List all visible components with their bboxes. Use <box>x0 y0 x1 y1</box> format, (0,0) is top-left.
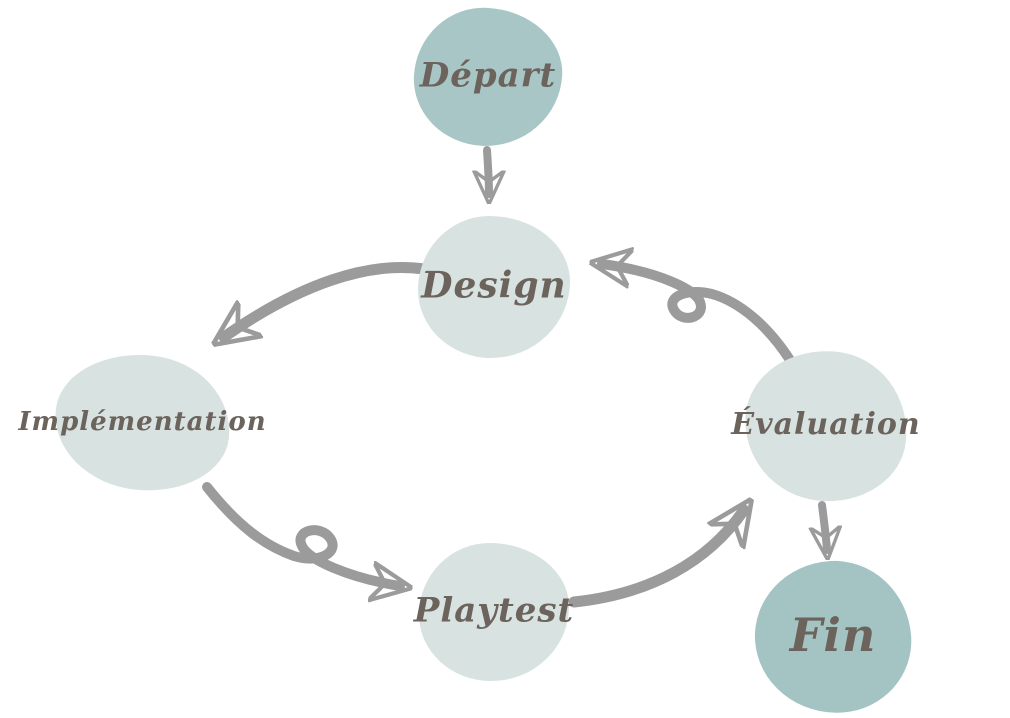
node-evaluation: Évaluation <box>731 342 920 510</box>
node-fin: Fin <box>749 555 917 718</box>
node-design-shape <box>418 216 570 358</box>
arrow-design-to-implementation-icon <box>224 261 430 337</box>
node-depart: Départ <box>410 4 566 150</box>
node-implementation: Implémentation <box>18 346 266 499</box>
node-evaluation-label: Évaluation <box>731 407 921 443</box>
node-design: Design <box>418 216 570 358</box>
arrow-depart-to-design-icon <box>487 146 489 194</box>
arrow-evaluation-to-design-icon <box>602 264 795 365</box>
arrow-evaluation-to-fin-icon <box>822 501 827 550</box>
node-design-label: Design <box>421 264 567 307</box>
node-playtest-shape <box>419 543 569 681</box>
node-playtest: Playtest <box>414 543 573 681</box>
node-implementation-label: Implémentation <box>18 406 267 437</box>
node-fin-label: Fin <box>789 607 877 662</box>
node-playtest-label: Playtest <box>413 590 575 631</box>
arrow-implementation-to-playtest-icon <box>202 482 400 586</box>
arrow-playtest-to-evaluation-icon <box>568 510 744 608</box>
node-depart-label: Départ <box>419 55 557 96</box>
